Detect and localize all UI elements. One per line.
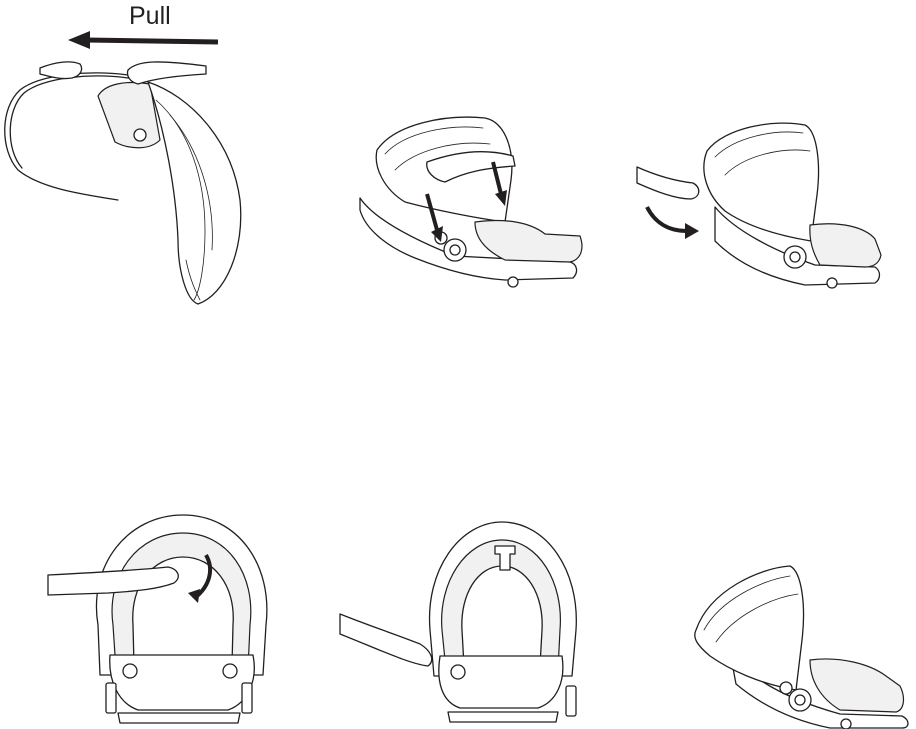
step-2-illustration (355, 110, 590, 295)
step-1-illustration: Pull (0, 0, 260, 320)
rotate-arrow-icon (647, 207, 699, 239)
pull-label: Pull (129, 2, 171, 31)
step-5-illustration (340, 510, 590, 729)
step-4-illustration (48, 505, 273, 729)
step-6-illustration (690, 560, 916, 729)
pull-arrow-icon (68, 31, 218, 49)
step-3-illustration (635, 115, 895, 295)
